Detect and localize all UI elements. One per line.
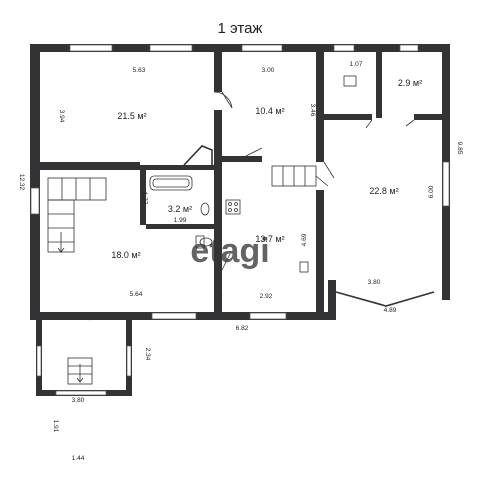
dim-porch-width: 3.80: [72, 397, 85, 404]
corridor-stairs-icon: [271, 165, 317, 187]
dim-porch-left: 1.91: [52, 420, 59, 433]
dim-bottom-total: 6.82: [236, 325, 249, 332]
floor-title: 1 этаж: [218, 20, 263, 37]
bathroom-area-label: 3.2 м²: [168, 204, 192, 214]
dim-hall-depth: 6.00: [428, 185, 435, 198]
windows: [30, 44, 450, 396]
fixtures: [47, 75, 357, 385]
hall-area-label: 22.8 м²: [369, 186, 398, 196]
living-area-label: 21.5 м²: [117, 111, 146, 121]
room-north-area-label: 10.4 м²: [255, 106, 284, 116]
staircase-icon: [47, 177, 107, 254]
closet-square-icon: [343, 75, 357, 87]
dim-corridor-depth: 4.69: [301, 233, 308, 246]
dim-corridor-width: 2.92: [260, 293, 273, 300]
dim-room-north-depth: 3.46: [309, 104, 316, 117]
dimension-labels: 5.63 3.94 3.00 3.46 1.07 12.32 9.85 6.00…: [18, 61, 463, 462]
dim-porch-step: 1.44: [72, 455, 85, 462]
dim-outer-height: 12.32: [18, 174, 25, 191]
walls: [30, 44, 450, 396]
dim-porch-depth: 2.34: [144, 348, 151, 361]
room-areas: 21.5 м² 10.4 м² 2.9 м² 3.2 м² 13.7 м² 22…: [111, 78, 422, 260]
dim-stair-room-width: 5.64: [130, 291, 143, 298]
doors: [75, 91, 415, 321]
small-storage-area-label: 2.9 м²: [398, 78, 422, 88]
sink-icon: [200, 202, 210, 216]
dim-outer-right: 9.85: [456, 142, 463, 155]
porch-steps-icon: [67, 357, 93, 385]
stair-room-area-label: 18.0 м²: [111, 250, 140, 260]
stove-icon: [225, 199, 241, 215]
bathtub-icon: [149, 175, 193, 191]
dim-closet-width: 1.07: [350, 61, 363, 68]
dim-room-north-width: 3.00: [262, 67, 275, 74]
dim-bath-depth: 1.77: [141, 192, 148, 205]
dim-hall-bay: 4.89: [384, 307, 397, 314]
dim-bath-width: 1.99: [174, 217, 187, 224]
toilet-icon: [195, 235, 213, 249]
dim-hall-width: 3.80: [368, 279, 381, 286]
corridor-area-label: 13.7 м²: [255, 234, 284, 244]
dim-living-depth: 3.94: [58, 110, 65, 123]
dim-living-width: 5.63: [133, 67, 146, 74]
